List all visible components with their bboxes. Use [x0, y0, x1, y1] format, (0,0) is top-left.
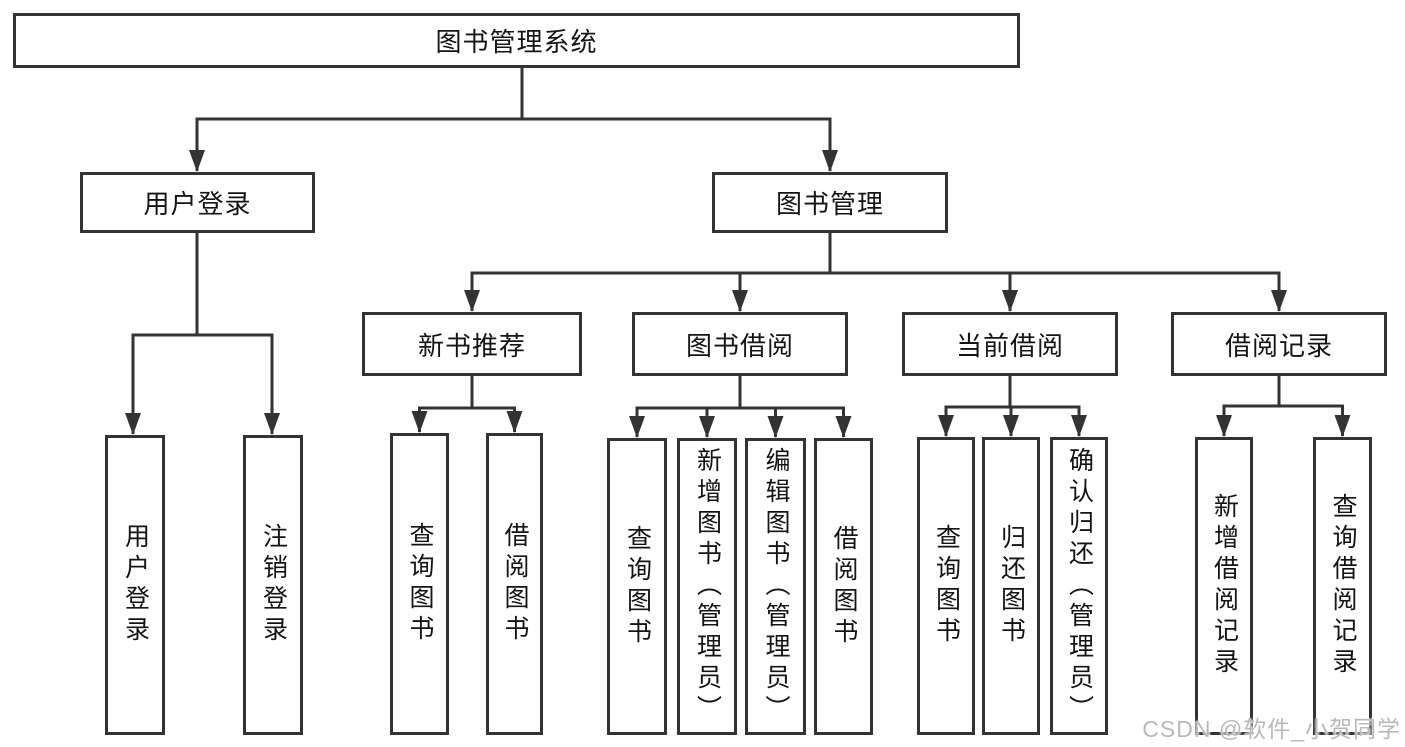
leaf-label: 归还图书: [997, 524, 1026, 648]
edge-user-login-group: [131, 233, 274, 434]
leaf-query-borrow-record: 查询借阅记录: [1313, 437, 1372, 735]
edge-root-to-level2: [195, 67, 832, 171]
leaf-label: 查询图书: [623, 524, 652, 649]
leaf-add-book-admin: 新增图书（管理员）: [677, 438, 737, 735]
leaf-label: 注销登录: [259, 523, 288, 647]
node-borrow-records: 借阅记录: [1171, 312, 1387, 376]
arrow-down-icon: [264, 413, 280, 435]
leaf-label: 查询图书: [932, 524, 961, 648]
leaf-user-login: 用户登录: [105, 435, 165, 735]
node-book-management: 图书管理: [712, 172, 948, 233]
arrow-down-icon: [189, 150, 205, 172]
arrow-down-icon: [1216, 415, 1232, 437]
arrow-down-icon: [1334, 415, 1351, 437]
leaf-query-books-recommend: 查询图书: [390, 433, 449, 735]
arrow-down-icon: [125, 413, 141, 435]
edge-book-borrow-group: [635, 375, 845, 437]
arrow-down-icon: [629, 416, 645, 438]
arrow-down-icon: [732, 290, 748, 312]
leaf-query-books-borrow: 查询图书: [607, 438, 667, 735]
arrow-down-icon: [767, 416, 784, 438]
arrow-down-icon: [464, 290, 480, 312]
leaf-label: 查询图书: [406, 522, 434, 646]
leaf-edit-book-admin: 编辑图书（管理员）: [745, 438, 806, 735]
arrow-down-icon: [1002, 290, 1018, 312]
arrow-down-icon: [938, 415, 954, 437]
leaf-borrow-books-recommend: 借阅图书: [486, 433, 543, 735]
leaf-logout: 注销登录: [243, 435, 303, 735]
node-new-book-recommend: 新书推荐: [362, 312, 582, 376]
tree-edges: [131, 67, 1344, 437]
leaf-query-books-current: 查询图书: [917, 437, 975, 735]
leaf-label: 查询借阅记录: [1329, 493, 1357, 679]
arrow-down-icon: [411, 411, 428, 433]
edge-borrow-record-group: [1222, 375, 1344, 436]
leaf-add-borrow-record: 新增借阅记录: [1195, 437, 1253, 735]
arrow-down-icon: [699, 416, 715, 438]
leaf-borrow-books-borrow: 借阅图书: [814, 438, 873, 735]
arrow-down-icon: [835, 416, 852, 438]
edge-book-mgmt-group: [470, 233, 1281, 311]
leaf-label: 新增图书（管理员）: [693, 447, 722, 726]
arrow-down-icon: [1071, 415, 1087, 437]
arrow-down-icon: [822, 150, 838, 172]
leaf-label: 确认归还（管理员）: [1065, 446, 1094, 726]
leaf-return-books: 归还图书: [982, 437, 1040, 735]
leaf-label: 新增借阅记录: [1210, 493, 1239, 679]
node-book-borrow: 图书借阅: [632, 312, 848, 376]
leaf-label: 借阅图书: [501, 522, 529, 646]
arrowhead-icons: [125, 150, 1351, 438]
leaf-label: 用户登录: [121, 523, 150, 647]
leaf-label: 编辑图书（管理员）: [762, 447, 790, 726]
node-current-borrow: 当前借阅: [902, 312, 1118, 376]
arrow-down-icon: [1003, 415, 1019, 437]
leaf-label: 借阅图书: [830, 524, 858, 649]
arrow-down-icon: [506, 411, 523, 433]
node-root: 图书管理系统: [13, 13, 1020, 68]
node-user-login: 用户登录: [80, 172, 315, 233]
edge-new-book-group: [418, 375, 516, 432]
arrow-down-icon: [1271, 290, 1287, 312]
leaf-confirm-return-admin: 确认归还（管理员）: [1050, 437, 1108, 735]
